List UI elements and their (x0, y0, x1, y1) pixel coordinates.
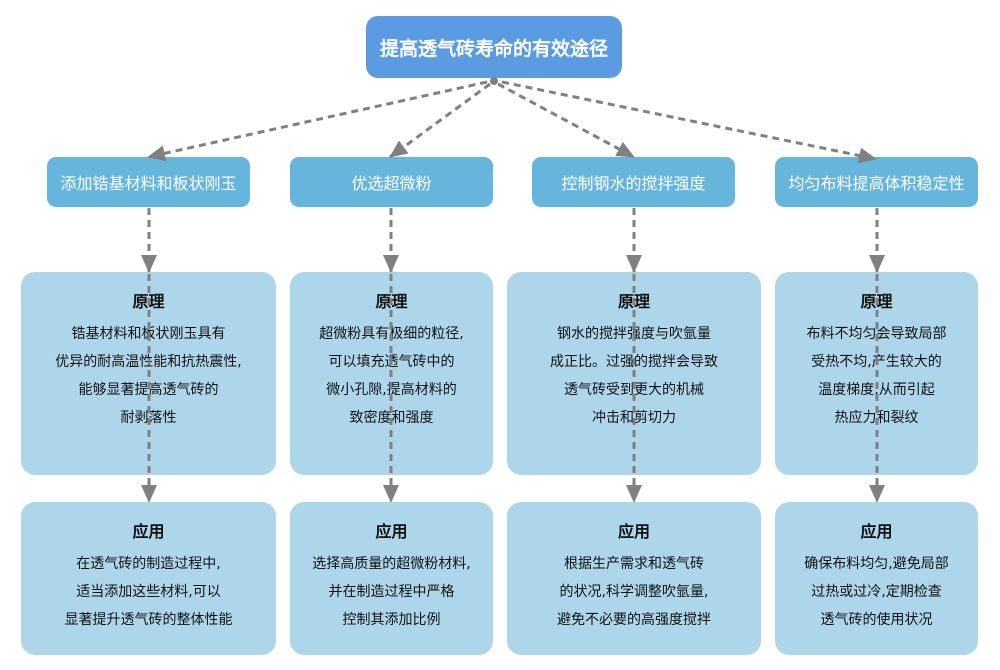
principle-card-1: 原理 锆基材料和板状刚玉具有 优异的耐高温性能和抗热震性, 能够显著提高透气砖的… (21, 272, 276, 475)
principle-line: 致密度和强度 (349, 410, 434, 426)
principle-card-4: 原理 布料不均匀会导致局部 受热不均,产生较大的 温度梯度,从而引起 热应力和裂… (775, 272, 978, 475)
category-node-uniform-distribution: 均匀布料提高体积稳定性 (775, 157, 978, 207)
application-card-4: 应用 确保布料均匀,避免局部 过热或过冷,定期检查 透气砖的使用状况 (775, 502, 978, 655)
principle-line: 透气砖受到更大的机械 (564, 382, 704, 398)
category-label: 添加锆基材料和板状刚玉 (60, 174, 237, 193)
principle-line: 布料不均匀会导致局部 (806, 326, 947, 342)
application-card-1: 应用 在透气砖的制造过程中, 适当添加这些材料,可以 显著提升透气砖的整体性能 (21, 502, 276, 655)
principle-line: 温度梯度,从而引起 (818, 382, 935, 398)
category-node-ultrafine-powder: 优选超微粉 (290, 157, 493, 207)
application-line: 透气砖的使用状况 (820, 612, 933, 628)
application-line: 在透气砖的制造过程中, (76, 556, 221, 572)
application-title: 应用 (617, 522, 650, 541)
application-line: 适当添加这些材料,可以 (76, 584, 221, 600)
category-label: 控制钢水的搅拌强度 (561, 174, 706, 193)
application-line: 并在制造过程中严格 (328, 584, 455, 600)
principle-line: 成正比。过强的搅拌会导致 (550, 354, 718, 370)
application-line: 避免不必要的高强度搅拌 (557, 612, 711, 628)
principle-card-2: 原理 超微粉具有极细的粒径, 可以填充透气砖中的 微小孔隙,提高材料的 致密度和… (290, 272, 493, 475)
application-card-2: 应用 选择高质量的超微粉材料, 并在制造过程中严格 控制其添加比例 (290, 502, 493, 655)
application-card-3: 应用 根据生产需求和透气砖 的状况,科学调整吹氩量, 避免不必要的高强度搅拌 (507, 502, 761, 655)
edge-root-to-category-4 (501, 80, 877, 164)
application-title: 应用 (132, 522, 165, 541)
edge-root-to-category-2 (389, 82, 491, 159)
principle-line: 耐剥落性 (120, 410, 177, 426)
principle-line: 超微粉具有极细的粒径, (319, 326, 464, 342)
principle-line: 可以填充透气砖中的 (328, 354, 455, 370)
application-line: 选择高质量的超微粉材料, (312, 556, 471, 572)
root-title: 提高透气砖寿命的有效途径 (379, 37, 608, 60)
principle-line: 微小孔隙,提高材料的 (326, 382, 457, 398)
principle-line: 锆基材料和板状刚玉具有 (71, 326, 226, 342)
application-line: 根据生产需求和透气砖 (564, 556, 704, 572)
root-anchor-dot (490, 77, 498, 85)
category-label: 优选超微粉 (351, 174, 432, 193)
category-label: 均匀布料提高体积稳定性 (788, 174, 965, 193)
category-node-zirconia-corundum: 添加锆基材料和板状刚玉 (47, 157, 250, 207)
edge-root-to-category-3 (497, 82, 635, 159)
principle-title: 原理 (132, 292, 165, 311)
principle-line: 能够显著提高透气砖的 (78, 382, 219, 398)
application-line: 显著提升透气砖的整体性能 (64, 612, 233, 628)
principle-title: 原理 (375, 292, 408, 311)
principle-line: 受热不均,产生较大的 (811, 354, 942, 370)
principle-line: 冲击和剪切力 (592, 410, 676, 426)
principle-line: 钢水的搅拌强度与吹氩量 (557, 326, 711, 342)
application-title: 应用 (375, 522, 408, 541)
principle-line: 优异的耐高温性能和抗热震性, (55, 354, 242, 370)
application-line: 控制其添加比例 (342, 612, 441, 628)
principle-card-3: 原理 钢水的搅拌强度与吹氩量 成正比。过强的搅拌会导致 透气砖受到更大的机械 冲… (507, 272, 761, 475)
principle-title: 原理 (860, 292, 893, 311)
application-line: 确保布料均匀,避免局部 (804, 556, 949, 572)
category-node-stirring-intensity: 控制钢水的搅拌强度 (532, 157, 735, 207)
principle-title: 原理 (617, 292, 650, 311)
root-node: 提高透气砖寿命的有效途径 (366, 16, 622, 78)
application-line: 的状况,科学调整吹氩量, (559, 584, 709, 600)
principle-line: 热应力和裂纹 (834, 410, 919, 426)
edge-root-to-category-1 (147, 80, 488, 162)
application-line: 过热或过冷,定期检查 (811, 584, 942, 600)
application-title: 应用 (860, 522, 893, 541)
